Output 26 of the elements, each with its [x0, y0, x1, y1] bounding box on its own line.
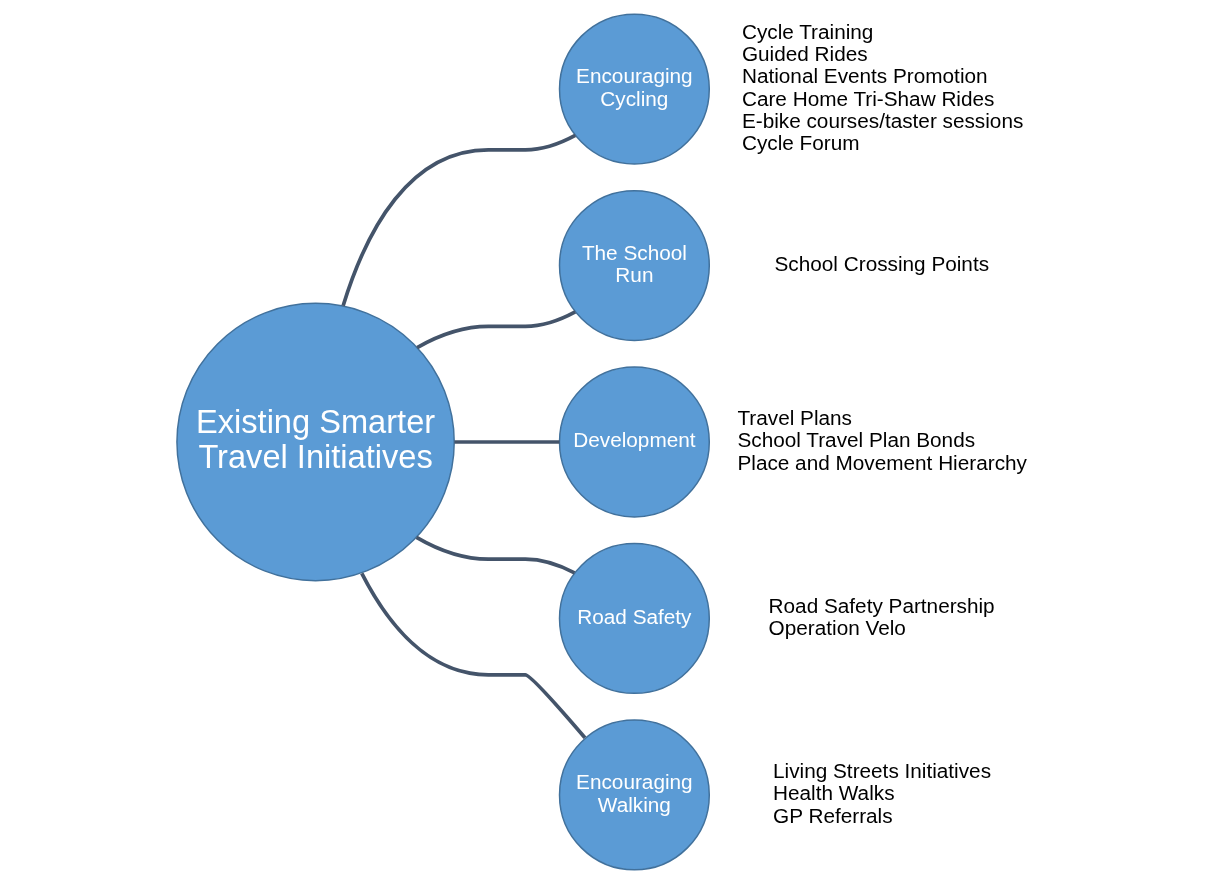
node-label: Living Streets Initiatives [772, 759, 991, 783]
node-label: Road Safety Partnership [768, 593, 995, 617]
node-circle: The School Run [558, 189, 710, 342]
node-label: Travel Plans [736, 406, 852, 430]
node-circle: Development [558, 366, 710, 518]
node-label: School Travel Plan Bonds [736, 428, 975, 452]
node-label: Cycle Training [741, 19, 873, 43]
node-label: Cycle Forum [741, 131, 860, 155]
node-label: GP Referrals [772, 803, 893, 827]
node-label: Health Walks [772, 781, 895, 805]
node-circle: Existing Smarter Travel Initiatives [175, 302, 455, 582]
node-circle: Encouraging Walking [558, 719, 710, 871]
connector [340, 133, 576, 307]
node-circle: Encouraging Cycling [558, 13, 710, 165]
node-label: Place and Movement Hierarchy [736, 450, 1027, 474]
node-circle: Road Safety [558, 542, 710, 695]
connector [454, 440, 559, 444]
node-label: E-bike courses/taster sessions [741, 108, 1023, 132]
node-label: National Events Promotion [741, 64, 988, 88]
node-label: Operation Velo [768, 616, 906, 640]
connector [359, 572, 586, 739]
connector [415, 535, 575, 575]
node-label: Care Home Tri-Shaw Rides [741, 86, 994, 110]
node-label: Guided Rides [741, 42, 868, 66]
node-label: School Crossing Points [774, 252, 989, 276]
connector [415, 310, 576, 350]
